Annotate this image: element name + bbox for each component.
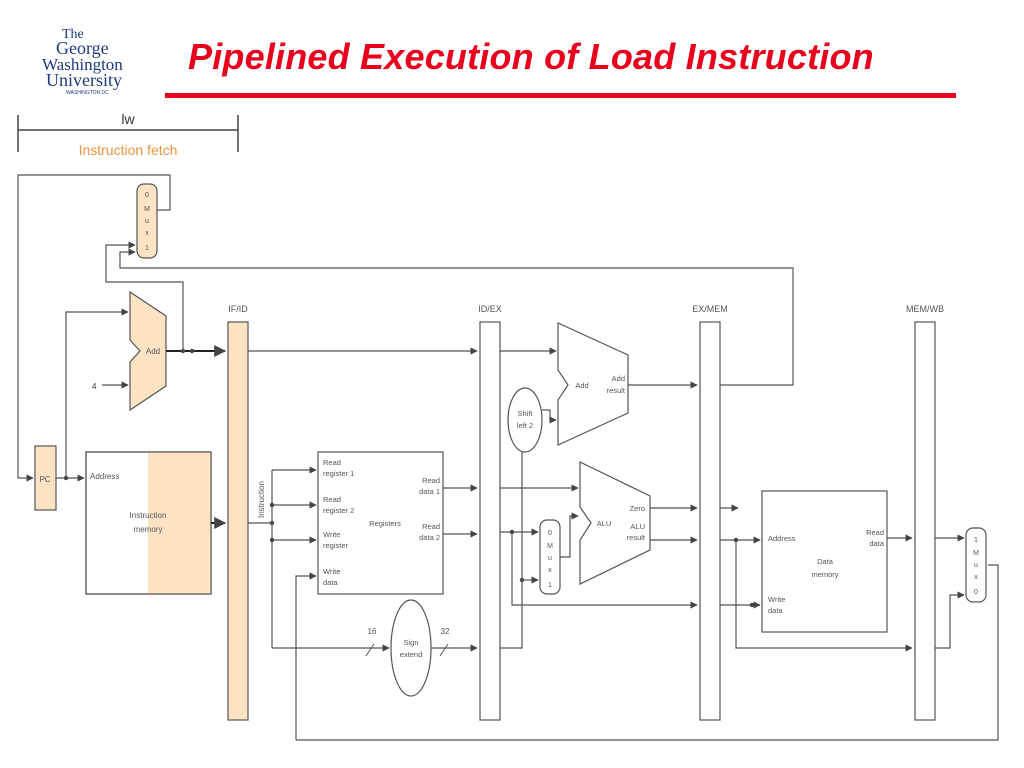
svg-text:Sign: Sign bbox=[403, 638, 418, 647]
stage-name-label: Instruction fetch bbox=[79, 142, 178, 158]
pc-register: PC bbox=[34, 445, 57, 511]
alu-mux: 0 M u x 1 bbox=[539, 519, 561, 595]
mem-wb-label: MEM/WB bbox=[906, 304, 944, 314]
svg-text:data: data bbox=[323, 578, 338, 587]
pc-adder-label: Add bbox=[146, 347, 160, 356]
branch-adder-label: Add bbox=[575, 381, 588, 390]
svg-text:Data: Data bbox=[817, 557, 834, 566]
datapath-wires bbox=[17, 174, 999, 741]
svg-text:data 1: data 1 bbox=[419, 487, 440, 496]
svg-text:register 2: register 2 bbox=[323, 506, 354, 515]
sign-extend-in-width: 16 bbox=[368, 627, 377, 636]
id-ex-label: ID/EX bbox=[478, 304, 502, 314]
pipeline-register-ex-mem: EX/MEM bbox=[692, 304, 728, 721]
sign-extend-unit: Sign extend 16 32 bbox=[365, 599, 450, 697]
pipeline-register-mem-wb: MEM/WB bbox=[906, 304, 944, 721]
logo-line-city: WASHINGTON DC bbox=[66, 90, 109, 96]
svg-text:0: 0 bbox=[974, 589, 978, 596]
svg-text:0: 0 bbox=[548, 530, 552, 537]
stage-instruction-label: lw bbox=[121, 111, 135, 127]
svg-text:result: result bbox=[607, 386, 626, 395]
logo-line-university: University bbox=[46, 70, 122, 90]
svg-text:Write: Write bbox=[323, 567, 340, 576]
svg-text:result: result bbox=[627, 533, 646, 542]
logo-line-the: The bbox=[62, 27, 84, 42]
pc-mux: 0 M u x 1 bbox=[136, 183, 158, 259]
svg-text:Add: Add bbox=[612, 374, 625, 383]
pc-adder: Add bbox=[129, 290, 167, 412]
svg-text:Read: Read bbox=[866, 528, 884, 537]
alu-label: ALU bbox=[597, 519, 612, 528]
data-memory: Address Write data Read data Data memory bbox=[761, 490, 888, 633]
instruction-bus-label: Instruction bbox=[257, 481, 266, 518]
imem-address-label: Address bbox=[90, 472, 119, 481]
svg-text:data: data bbox=[869, 539, 884, 548]
svg-text:x: x bbox=[974, 574, 978, 581]
writeback-mux: 1 M u x 0 bbox=[965, 527, 987, 603]
svg-text:memory: memory bbox=[811, 570, 838, 579]
constant-four-label: 4 bbox=[92, 382, 97, 391]
svg-text:Shift: Shift bbox=[517, 409, 533, 418]
sign-extend-out-width: 32 bbox=[441, 627, 450, 636]
svg-text:u: u bbox=[548, 555, 552, 562]
pipeline-register-id-ex: ID/EX bbox=[478, 304, 502, 721]
svg-text:register 1: register 1 bbox=[323, 469, 354, 478]
instruction-memory: Address Instruction memory bbox=[85, 451, 212, 595]
ex-mem-label: EX/MEM bbox=[692, 304, 728, 314]
svg-text:M: M bbox=[973, 550, 979, 557]
svg-text:extend: extend bbox=[400, 650, 423, 659]
register-file: Read register 1 Read register 2 Write re… bbox=[317, 451, 444, 595]
svg-text:x: x bbox=[145, 230, 149, 237]
pc-label: PC bbox=[39, 475, 50, 484]
svg-text:Write: Write bbox=[323, 530, 340, 539]
svg-text:register: register bbox=[323, 541, 349, 550]
svg-text:1: 1 bbox=[974, 537, 978, 544]
pipeline-register-if-id: IF/ID bbox=[227, 304, 249, 721]
slide-title: Pipelined Execution of Load Instruction bbox=[188, 36, 874, 77]
branch-adder: Add Add result bbox=[557, 322, 629, 446]
svg-text:ALU: ALU bbox=[630, 522, 645, 531]
alu: ALU Zero ALU result bbox=[579, 461, 651, 585]
svg-text:Read: Read bbox=[323, 495, 341, 504]
alu-zero-label: Zero bbox=[630, 504, 645, 513]
stage-bar: lw Instruction fetch bbox=[17, 111, 239, 158]
imem-label-line1: Instruction bbox=[130, 511, 167, 520]
svg-text:data: data bbox=[768, 606, 783, 615]
svg-text:1: 1 bbox=[145, 245, 149, 252]
logo-line-washington: Washington bbox=[42, 55, 123, 74]
svg-text:left 2: left 2 bbox=[517, 421, 533, 430]
svg-text:M: M bbox=[144, 206, 150, 213]
svg-text:Address: Address bbox=[768, 534, 796, 543]
svg-text:Write: Write bbox=[768, 595, 785, 604]
svg-text:Read: Read bbox=[422, 476, 440, 485]
imem-label-line2: memory bbox=[134, 525, 163, 534]
svg-text:M: M bbox=[547, 543, 553, 550]
registers-label: Registers bbox=[369, 519, 401, 528]
svg-text:0: 0 bbox=[145, 192, 149, 199]
svg-text:u: u bbox=[145, 218, 149, 225]
svg-text:Read: Read bbox=[422, 522, 440, 531]
shift-left-2-unit: Shift left 2 bbox=[507, 387, 543, 453]
svg-text:u: u bbox=[974, 562, 978, 569]
svg-text:Read: Read bbox=[323, 458, 341, 467]
title-underline bbox=[165, 93, 956, 98]
svg-text:1: 1 bbox=[548, 582, 552, 589]
university-logo: The George Washington University WASHING… bbox=[42, 27, 123, 96]
if-id-label: IF/ID bbox=[228, 304, 248, 314]
svg-text:data 2: data 2 bbox=[419, 533, 440, 542]
logo-line-george: George bbox=[56, 38, 109, 58]
svg-text:x: x bbox=[548, 567, 552, 574]
